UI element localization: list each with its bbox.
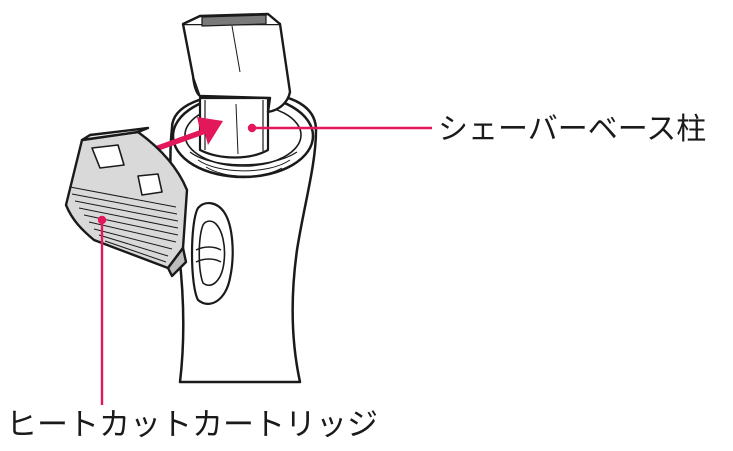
label-heat-cut-cartridge: ヒートカットカートリッジ [6, 410, 378, 441]
label-shaver-base-pillar: シェーバーベース柱 [438, 115, 706, 145]
side-switch [192, 203, 233, 304]
shaver-head [183, 14, 290, 112]
heat-cut-cartridge [66, 128, 187, 276]
